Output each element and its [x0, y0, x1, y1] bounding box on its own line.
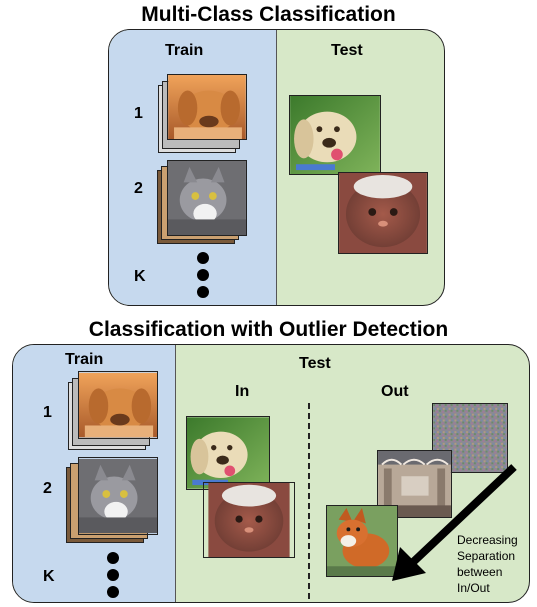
fox-image: [326, 505, 398, 577]
arrow-note-line-3: between: [457, 565, 503, 579]
arrow-note-line-1: Decreasing: [457, 533, 518, 547]
arrow-note-line-2: Separation: [457, 549, 516, 563]
kitten-image: [78, 457, 158, 535]
bottom-title: Classification with Outlier Detection: [88, 318, 449, 341]
bottom-class-label-k: K: [43, 568, 55, 585]
museum-hall-image: [377, 450, 452, 518]
top-test-header: Test: [331, 42, 363, 59]
bottom-in-header: In: [235, 383, 250, 400]
arrow-note: Decreasing Separation between In/Out: [457, 532, 518, 596]
fluffy-cat-image: [203, 482, 295, 558]
bottom-test-header: Test: [299, 355, 331, 372]
in-out-divider: [308, 403, 310, 599]
puppy-image: [78, 371, 158, 439]
labrador-image: [186, 416, 270, 490]
bottom-out-header: Out: [381, 383, 409, 400]
bottom-class-label-2: 2: [43, 480, 52, 497]
arrow-note-line-4: In/Out: [457, 581, 490, 595]
top-class-label-2: 2: [134, 180, 143, 197]
kitten-image: [167, 160, 247, 236]
fluffy-cat-image: [338, 172, 428, 254]
labrador-image: [289, 95, 381, 175]
top-class-label-k: K: [134, 268, 146, 285]
top-train-header: Train: [165, 42, 204, 59]
top-title: Multi-Class Classification: [141, 3, 396, 26]
diagonal-arrow-icon: [392, 464, 517, 581]
bottom-class-label-1: 1: [43, 404, 52, 421]
noise-image: [432, 403, 508, 473]
bottom-train-header: Train: [65, 351, 104, 368]
top-class-label-1: 1: [134, 105, 143, 122]
top-panel: Train Test: [108, 29, 445, 306]
puppy-image: [167, 74, 247, 140]
